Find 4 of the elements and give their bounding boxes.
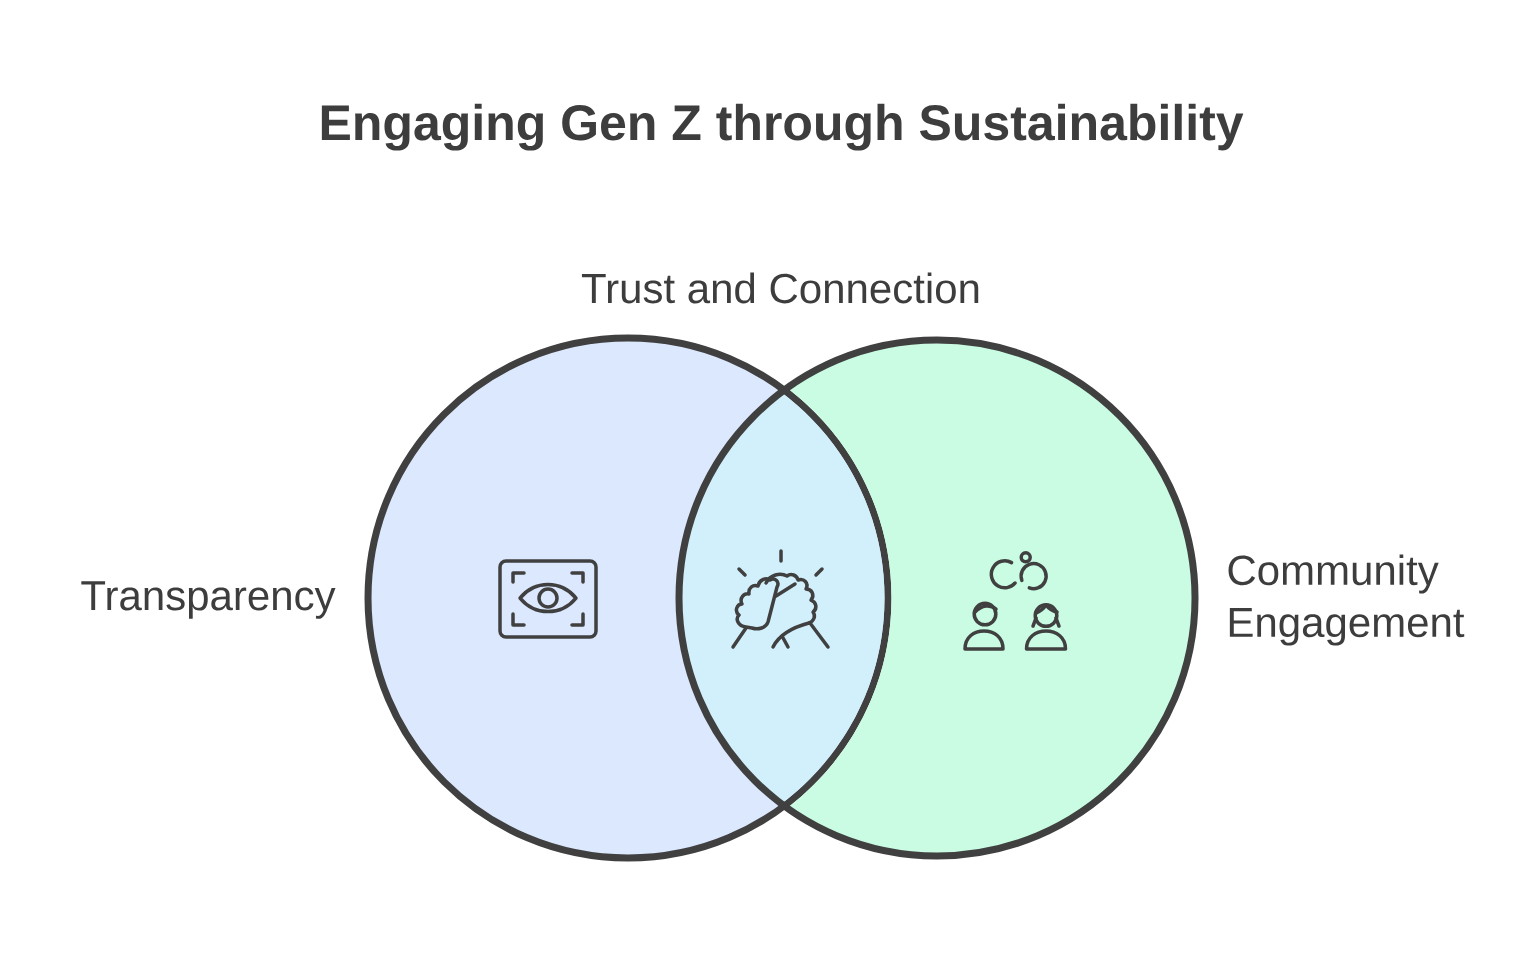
circle-label: Community Engagement — [1228, 554, 1465, 646]
circle-label: Transparency — [81, 581, 336, 619]
title: Engaging Gen Z through Sustainability — [321, 103, 1244, 151]
overlap-label: Trust and Connection — [581, 272, 979, 304]
